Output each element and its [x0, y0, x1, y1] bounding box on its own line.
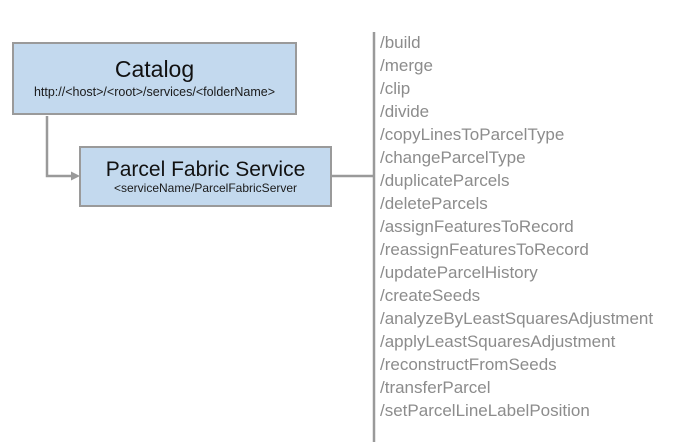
endpoint-item[interactable]: /copyLinesToParcelType: [380, 125, 565, 144]
endpoint-item[interactable]: /deleteParcels: [380, 194, 488, 213]
endpoint-list: /build/merge/clip/divide/copyLinesToParc…: [380, 31, 680, 422]
endpoint-item[interactable]: /transferParcel: [380, 378, 491, 397]
catalog-node[interactable]: Catalog http://<host>/<root>/services/<f…: [12, 42, 297, 115]
endpoint-item[interactable]: /setParcelLineLabelPosition: [380, 401, 590, 420]
parcel-fabric-service-node[interactable]: Parcel Fabric Service <serviceName/Parce…: [79, 146, 332, 207]
endpoint-item[interactable]: /changeParcelType: [380, 148, 526, 167]
service-path: <serviceName/ParcelFabricServer: [113, 180, 298, 195]
endpoint-item[interactable]: /clip: [380, 79, 411, 98]
endpoint-item[interactable]: /reconstructFromSeeds: [380, 355, 557, 374]
endpoint-item[interactable]: /assignFeaturesToRecord: [380, 217, 574, 236]
endpoint-item[interactable]: /merge: [380, 56, 433, 75]
endpoint-item[interactable]: /duplicateParcels: [380, 171, 510, 190]
connector-arrowhead-icon: [71, 171, 80, 181]
catalog-url: http://<host>/<root>/services/<folderNam…: [33, 85, 276, 100]
endpoint-item[interactable]: /updateParcelHistory: [380, 263, 538, 282]
endpoint-item[interactable]: /createSeeds: [380, 286, 481, 305]
catalog-title: Catalog: [114, 56, 195, 83]
endpoint-item[interactable]: /divide: [380, 102, 430, 121]
endpoint-item[interactable]: /reassignFeaturesToRecord: [380, 240, 589, 259]
catalog-to-service-connector: [45, 116, 74, 178]
service-title: Parcel Fabric Service: [105, 157, 306, 181]
endpoint-item[interactable]: /applyLeastSquaresAdjustment: [380, 332, 616, 351]
endpoint-item[interactable]: /build: [380, 33, 421, 52]
endpoint-item[interactable]: /analyzeByLeastSquaresAdjustment: [380, 309, 654, 328]
